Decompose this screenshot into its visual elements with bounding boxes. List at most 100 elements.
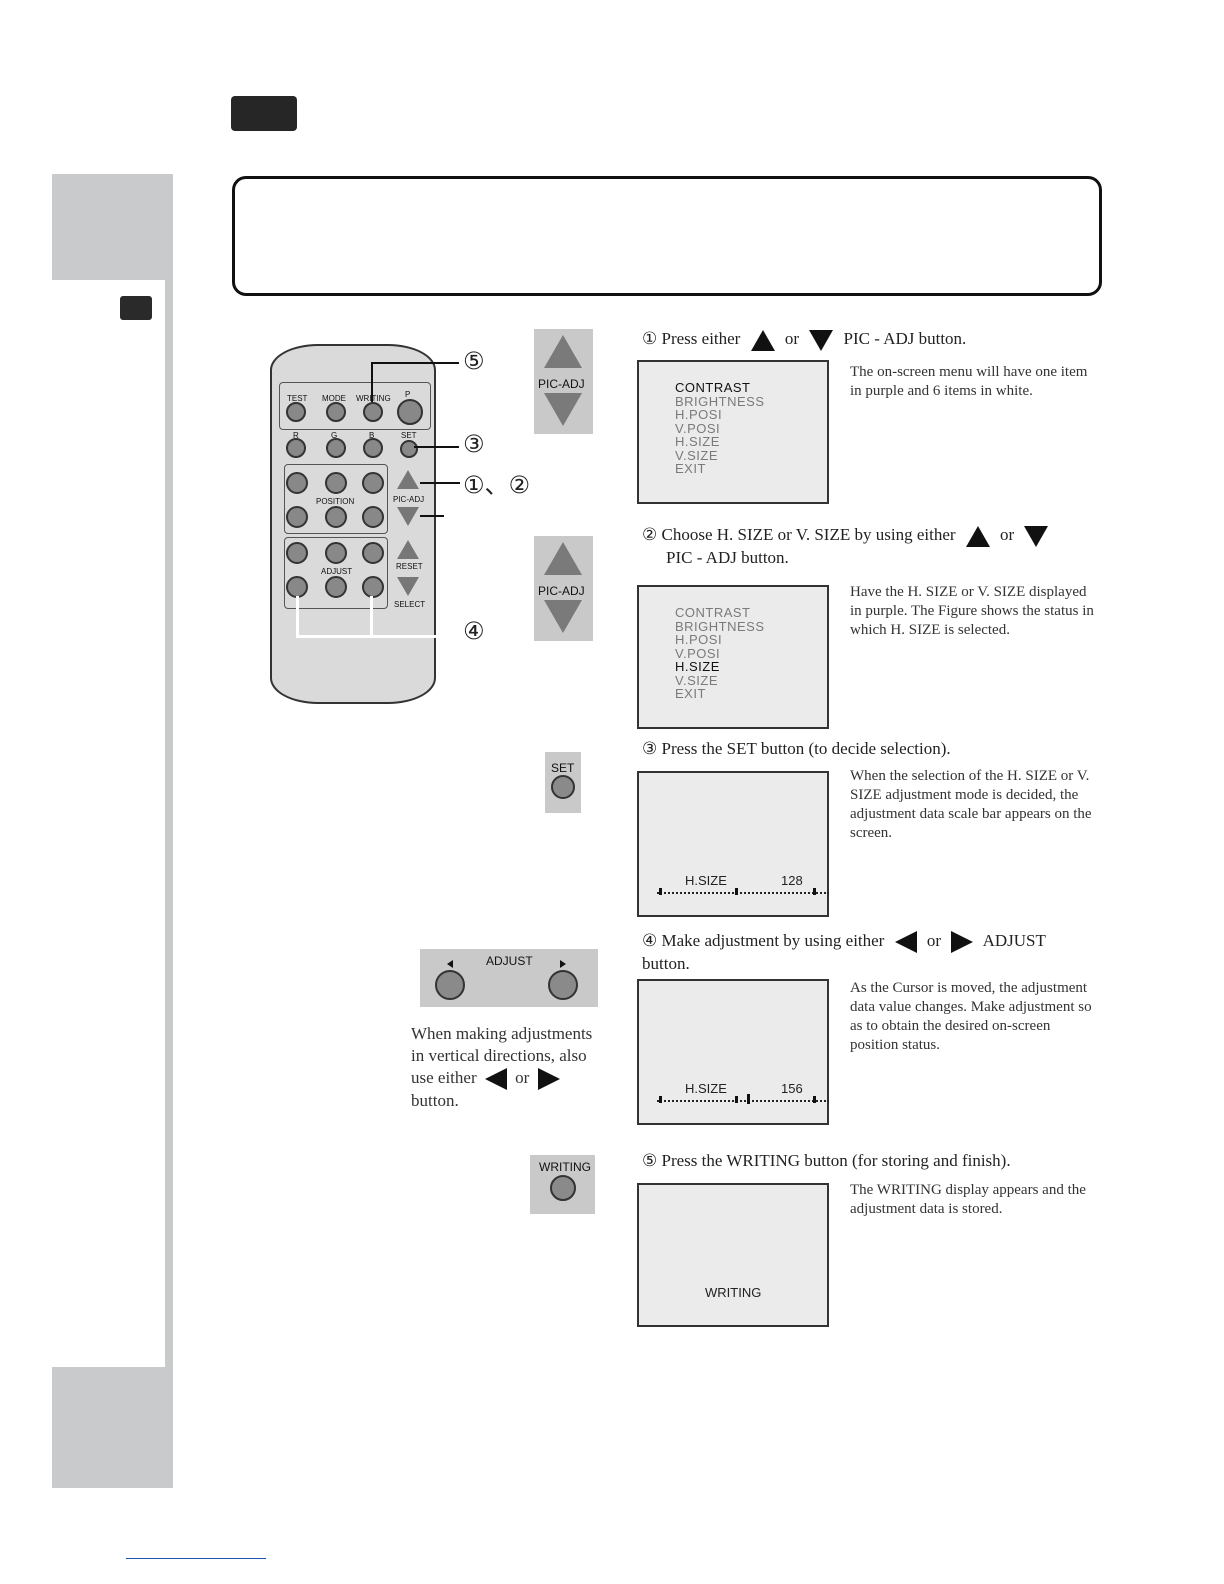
vertical-adjust-note: When making adjustments in vertical dire…: [411, 1023, 592, 1112]
remote-r-button[interactable]: [286, 438, 306, 458]
picadj-down-icon[interactable]: [544, 600, 582, 633]
menu-item-vposi: V.POSI: [675, 645, 721, 661]
remote-position-right-button[interactable]: [362, 506, 384, 528]
step-3-number: ③: [642, 739, 658, 758]
remote-blank-button-4[interactable]: [362, 542, 384, 564]
screen-step-1: CONTRAST BRIGHTNESS H.POSI V.POSI H.SIZE…: [637, 360, 829, 504]
picadj-down-icon[interactable]: [544, 393, 582, 426]
remote-writing-button[interactable]: [363, 402, 383, 422]
writing-label: WRITING: [539, 1160, 591, 1174]
note-pre: use either: [411, 1068, 477, 1087]
remote-position-left-button[interactable]: [286, 506, 308, 528]
osd-menu: CONTRAST BRIGHTNESS H.POSI V.POSI H.SIZE…: [675, 606, 765, 701]
up-arrow-icon: [750, 329, 775, 351]
remote-test-button[interactable]: [286, 402, 306, 422]
step-2-description: Have the H. SIZE or V. SIZE displayed in…: [850, 584, 1094, 638]
remote-picadj-down-icon[interactable]: [397, 507, 419, 526]
menu-item-vsize: V.SIZE: [675, 447, 718, 463]
menu-item-hsize: H.SIZE: [675, 434, 720, 449]
step-5-description: The WRITING display appears and the adju…: [850, 1182, 1086, 1217]
note-line-1: When making adjustments: [411, 1024, 593, 1043]
remote-reset-icon[interactable]: [397, 540, 419, 559]
right-arrow-icon: [951, 931, 974, 954]
remote-adjust-right-button[interactable]: [362, 576, 384, 598]
set-panel: SET: [545, 752, 581, 813]
set-button[interactable]: [551, 775, 575, 799]
screen-step-2: CONTRAST BRIGHTNESS H.POSI V.POSI H.SIZE…: [637, 585, 829, 729]
step-5-text: Press the WRITING button (for storing an…: [661, 1151, 1011, 1170]
step-3-description: When the selection of the H. SIZE or V. …: [850, 768, 1092, 841]
menu-item-exit: EXIT: [675, 686, 706, 701]
step-2-pre: Choose H. SIZE or V. SIZE by using eithe…: [661, 525, 956, 544]
scale-tick-max: [813, 888, 816, 895]
callout-5-drop: [371, 362, 373, 402]
remote-adjust-down-button[interactable]: [325, 576, 347, 598]
menu-item-hsize: H.SIZE: [675, 659, 720, 674]
callout-3: ③: [463, 430, 485, 458]
step-4-or: or: [926, 931, 942, 950]
adjust-left-button[interactable]: [435, 970, 465, 1000]
callout-4: ④: [463, 617, 485, 645]
writing-button[interactable]: [550, 1175, 576, 1201]
remote-label-picadj: PIC-ADJ: [393, 495, 425, 504]
scale-tick-min: [659, 888, 662, 895]
callout-3-line: [414, 446, 459, 448]
remote-b-button[interactable]: [363, 438, 383, 458]
picadj-panel-2: PIC-ADJ: [534, 536, 593, 641]
remote-label-position: POSITION: [316, 497, 355, 506]
down-arrow-icon: [1024, 525, 1049, 547]
remote-position-down-button[interactable]: [325, 506, 347, 528]
step-2-instruction: ② Choose H. SIZE or V. SIZE by using eit…: [642, 524, 1097, 569]
menu-item-vposi: V.POSI: [675, 420, 721, 436]
step-2-post: PIC - ADJ button.: [666, 547, 789, 567]
step-5-number: ⑤: [642, 1151, 658, 1170]
remote-top-group-outline: [279, 382, 431, 430]
remote-position-outline: [284, 464, 388, 534]
adjust-right-button[interactable]: [548, 970, 578, 1000]
picadj-up-icon[interactable]: [544, 335, 582, 368]
step-1-or: or: [784, 329, 800, 348]
step-5-instruction: ⑤ Press the WRITING button (for storing …: [642, 1150, 1011, 1172]
scale-label: H.SIZE: [685, 1081, 727, 1096]
remote-picadj-up-icon[interactable]: [397, 470, 419, 489]
menu-item-hposi: H.POSI: [675, 407, 723, 422]
callout-12-line-b: [420, 515, 444, 517]
sidebar-section-badge: [120, 296, 152, 320]
picadj-up-icon[interactable]: [544, 542, 582, 575]
menu-item-contrast: CONTRAST: [675, 605, 751, 620]
remote-blank-button-3[interactable]: [286, 542, 308, 564]
scale-bar: [657, 892, 829, 896]
step-1-post: PIC - ADJ button.: [843, 329, 967, 348]
remote-adjust-left-button[interactable]: [286, 576, 308, 598]
adjust-panel: ADJUST: [420, 949, 598, 1007]
remote-select-icon[interactable]: [397, 577, 419, 596]
remote-adjust-up-button[interactable]: [325, 542, 347, 564]
remote-p-button[interactable]: [397, 399, 423, 425]
sidebar-strip: [165, 174, 173, 1488]
screen-step-4: H.SIZE 156: [637, 979, 829, 1125]
scale-value: 156: [781, 1081, 803, 1096]
remote-set-button[interactable]: [400, 440, 418, 458]
remote-blank-button-1[interactable]: [286, 472, 308, 494]
picadj-panel-1: PIC-ADJ: [534, 329, 593, 434]
callout-4-line: [296, 635, 458, 638]
writing-display: WRITING: [705, 1285, 762, 1300]
remote-g-button[interactable]: [326, 438, 346, 458]
scale-cursor: [747, 1094, 750, 1104]
remote-blank-button-2[interactable]: [362, 472, 384, 494]
remote-label-r: R: [293, 431, 299, 440]
menu-item-contrast: CONTRAST: [675, 380, 751, 395]
note-or: or: [515, 1068, 530, 1087]
right-arrow-icon: [537, 1068, 560, 1091]
callout-4-left-drop: [296, 596, 299, 638]
menu-item-brightness: BRIGHTNESS: [675, 393, 765, 409]
remote-mode-button[interactable]: [326, 402, 346, 422]
sidebar-bottom-block: [52, 1367, 173, 1488]
step-2-number: ②: [642, 525, 658, 544]
title-frame: [232, 176, 1102, 296]
osd-menu: CONTRAST BRIGHTNESS H.POSI V.POSI H.SIZE…: [675, 381, 765, 476]
remote-position-up-button[interactable]: [325, 472, 347, 494]
picadj-label: PIC-ADJ: [538, 584, 585, 598]
menu-item-hposi: H.POSI: [675, 632, 723, 647]
scale-tick-center: [735, 888, 738, 895]
